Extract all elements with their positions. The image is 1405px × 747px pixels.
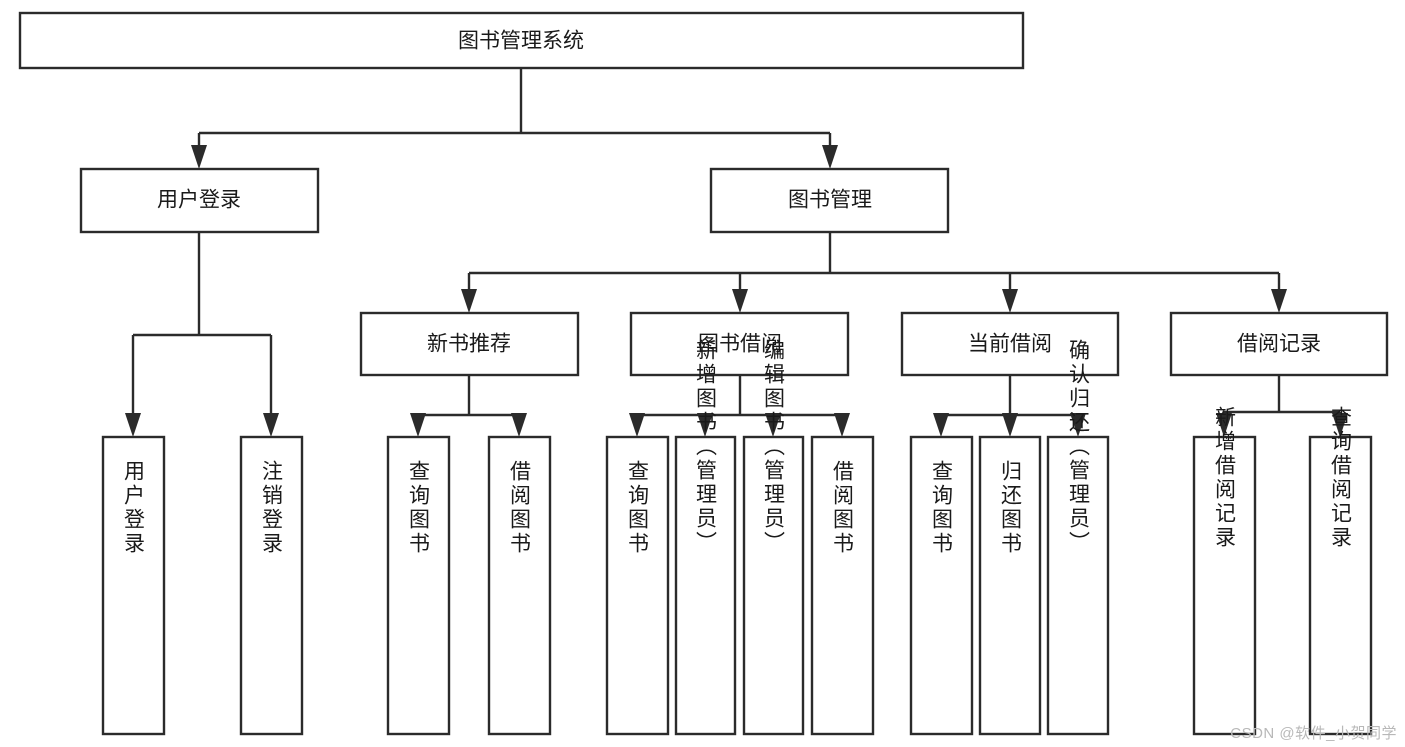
node-new-book-recommend-label: 新书推荐: [427, 333, 511, 356]
node-current-borrow-label: 当前借阅: [968, 333, 1052, 356]
arrow-head-book-manage: [822, 145, 838, 169]
arrow-head-leaf-confirm-return: [1070, 413, 1086, 437]
arrow-head-user-login: [191, 145, 207, 169]
node-user-login-box[interactable]: [79, 167, 320, 234]
node-leaf-user-logout-label: 注销登录: [260, 460, 284, 556]
node-leaf-edit-book[interactable]: 编辑图书（管理员）: [742, 339, 805, 736]
node-current-borrow-box[interactable]: [900, 311, 1120, 377]
node-new-book-recommend-box[interactable]: [359, 311, 580, 377]
arrow-head-leaf-user-logout: [263, 413, 279, 437]
node-leaf-borrow-book-2[interactable]: 借阅图书: [810, 435, 875, 736]
arrow-head-leaf-edit-book: [765, 413, 781, 437]
node-leaf-user-login-label: 用户登录: [122, 460, 146, 556]
node-leaf-query-book-2-label: 查询图书: [626, 460, 650, 556]
node-leaf-return-book[interactable]: 归还图书: [978, 435, 1042, 736]
node-leaf-query-record-label: 查询借阅记录: [1329, 406, 1353, 550]
node-book-manage[interactable]: 图书管理: [709, 167, 950, 234]
node-leaf-return-book-box[interactable]: [978, 435, 1042, 736]
node-new-book-recommend[interactable]: 新书推荐: [359, 311, 580, 377]
node-leaf-confirm-return-label: 确认归还（管理员）: [1067, 339, 1091, 555]
node-root-box[interactable]: [18, 11, 1025, 70]
node-leaf-borrow-book-1-box[interactable]: [487, 435, 552, 736]
node-book-borrow[interactable]: 图书借阅: [629, 311, 850, 377]
arrow-head-leaf-query-book-2: [629, 413, 645, 437]
node-leaf-query-book-1-label: 查询图书: [407, 460, 431, 556]
node-leaf-query-book-1[interactable]: 查询图书: [386, 435, 451, 736]
arrow-head-current-borrow: [1002, 289, 1018, 313]
node-leaf-query-book-3[interactable]: 查询图书: [909, 435, 974, 736]
node-book-manage-label: 图书管理: [788, 189, 872, 212]
connector-group-current-borrow: [933, 375, 1086, 437]
node-root[interactable]: 图书管理系统: [18, 11, 1025, 70]
arrow-head-leaf-return-book: [1002, 413, 1018, 437]
node-leaf-add-record-label: 新增借阅记录: [1213, 406, 1237, 550]
connector-group-book-borrow: [629, 375, 850, 437]
node-leaf-query-book-2[interactable]: 查询图书: [605, 435, 670, 736]
node-leaf-add-book-box[interactable]: [674, 435, 737, 736]
connector-group-root: [191, 68, 838, 169]
node-leaf-add-book[interactable]: 新增图书（管理员）: [674, 339, 737, 736]
node-leaf-edit-book-box[interactable]: [742, 435, 805, 736]
node-leaf-add-record[interactable]: 新增借阅记录: [1192, 406, 1257, 736]
connector-group-user-login: [125, 232, 279, 437]
node-user-login-label: 用户登录: [157, 189, 241, 212]
connector-group-new-book-recommend: [410, 375, 527, 437]
node-leaf-borrow-book-1[interactable]: 借阅图书: [487, 435, 552, 736]
node-leaf-edit-book-label: 编辑图书（管理员）: [762, 339, 786, 555]
node-user-login[interactable]: 用户登录: [79, 167, 320, 234]
node-borrow-record-label: 借阅记录: [1237, 333, 1321, 356]
node-leaf-user-login-box[interactable]: [101, 435, 166, 736]
arrow-head-leaf-borrow-book-2: [834, 413, 850, 437]
node-leaf-query-record-box[interactable]: [1308, 435, 1373, 736]
node-leaf-add-record-box[interactable]: [1192, 435, 1257, 736]
node-leaf-add-book-label: 新增图书（管理员）: [694, 339, 718, 555]
node-leaf-user-logout[interactable]: 注销登录: [239, 435, 304, 736]
arrow-head-leaf-user-login: [125, 413, 141, 437]
arrow-head-leaf-add-record: [1216, 413, 1232, 437]
node-leaf-query-book-1-box[interactable]: [386, 435, 451, 736]
connector-group-book-manage: [461, 232, 1287, 313]
node-leaf-borrow-book-1-label: 借阅图书: [508, 460, 532, 556]
arrow-head-leaf-query-book-1: [410, 413, 426, 437]
node-root-label: 图书管理系统: [458, 30, 584, 53]
node-borrow-record[interactable]: 借阅记录: [1169, 311, 1389, 377]
node-book-borrow-label: 图书借阅: [698, 333, 782, 356]
node-leaf-borrow-book-2-box[interactable]: [810, 435, 875, 736]
arrow-head-leaf-borrow-book-1: [511, 413, 527, 437]
node-borrow-record-box[interactable]: [1169, 311, 1389, 377]
arrow-head-leaf-add-book: [697, 413, 713, 437]
arrow-head-borrow-record: [1271, 289, 1287, 313]
node-leaf-confirm-return[interactable]: 确认归还（管理员）: [1046, 339, 1110, 736]
node-leaf-return-book-label: 归还图书: [999, 460, 1023, 556]
node-current-borrow[interactable]: 当前借阅: [900, 311, 1120, 377]
node-book-borrow-box[interactable]: [629, 311, 850, 377]
node-leaf-query-book-3-box[interactable]: [909, 435, 974, 736]
arrow-head-leaf-query-record: [1332, 413, 1348, 437]
node-leaf-query-book-3-label: 查询图书: [930, 460, 954, 556]
node-book-manage-box[interactable]: [709, 167, 950, 234]
node-leaf-user-logout-box[interactable]: [239, 435, 304, 736]
arrow-head-leaf-query-book-3: [933, 413, 949, 437]
node-leaf-borrow-book-2-label: 借阅图书: [831, 460, 855, 556]
node-leaf-query-record[interactable]: 查询借阅记录: [1308, 406, 1373, 736]
connector-group-borrow-record: [1216, 375, 1348, 437]
node-leaf-user-login[interactable]: 用户登录: [101, 435, 166, 736]
arrow-head-new-book-recommend: [461, 289, 477, 313]
node-leaf-confirm-return-box[interactable]: [1046, 435, 1110, 736]
arrow-head-book-borrow: [732, 289, 748, 313]
node-leaf-query-book-2-box[interactable]: [605, 435, 670, 736]
